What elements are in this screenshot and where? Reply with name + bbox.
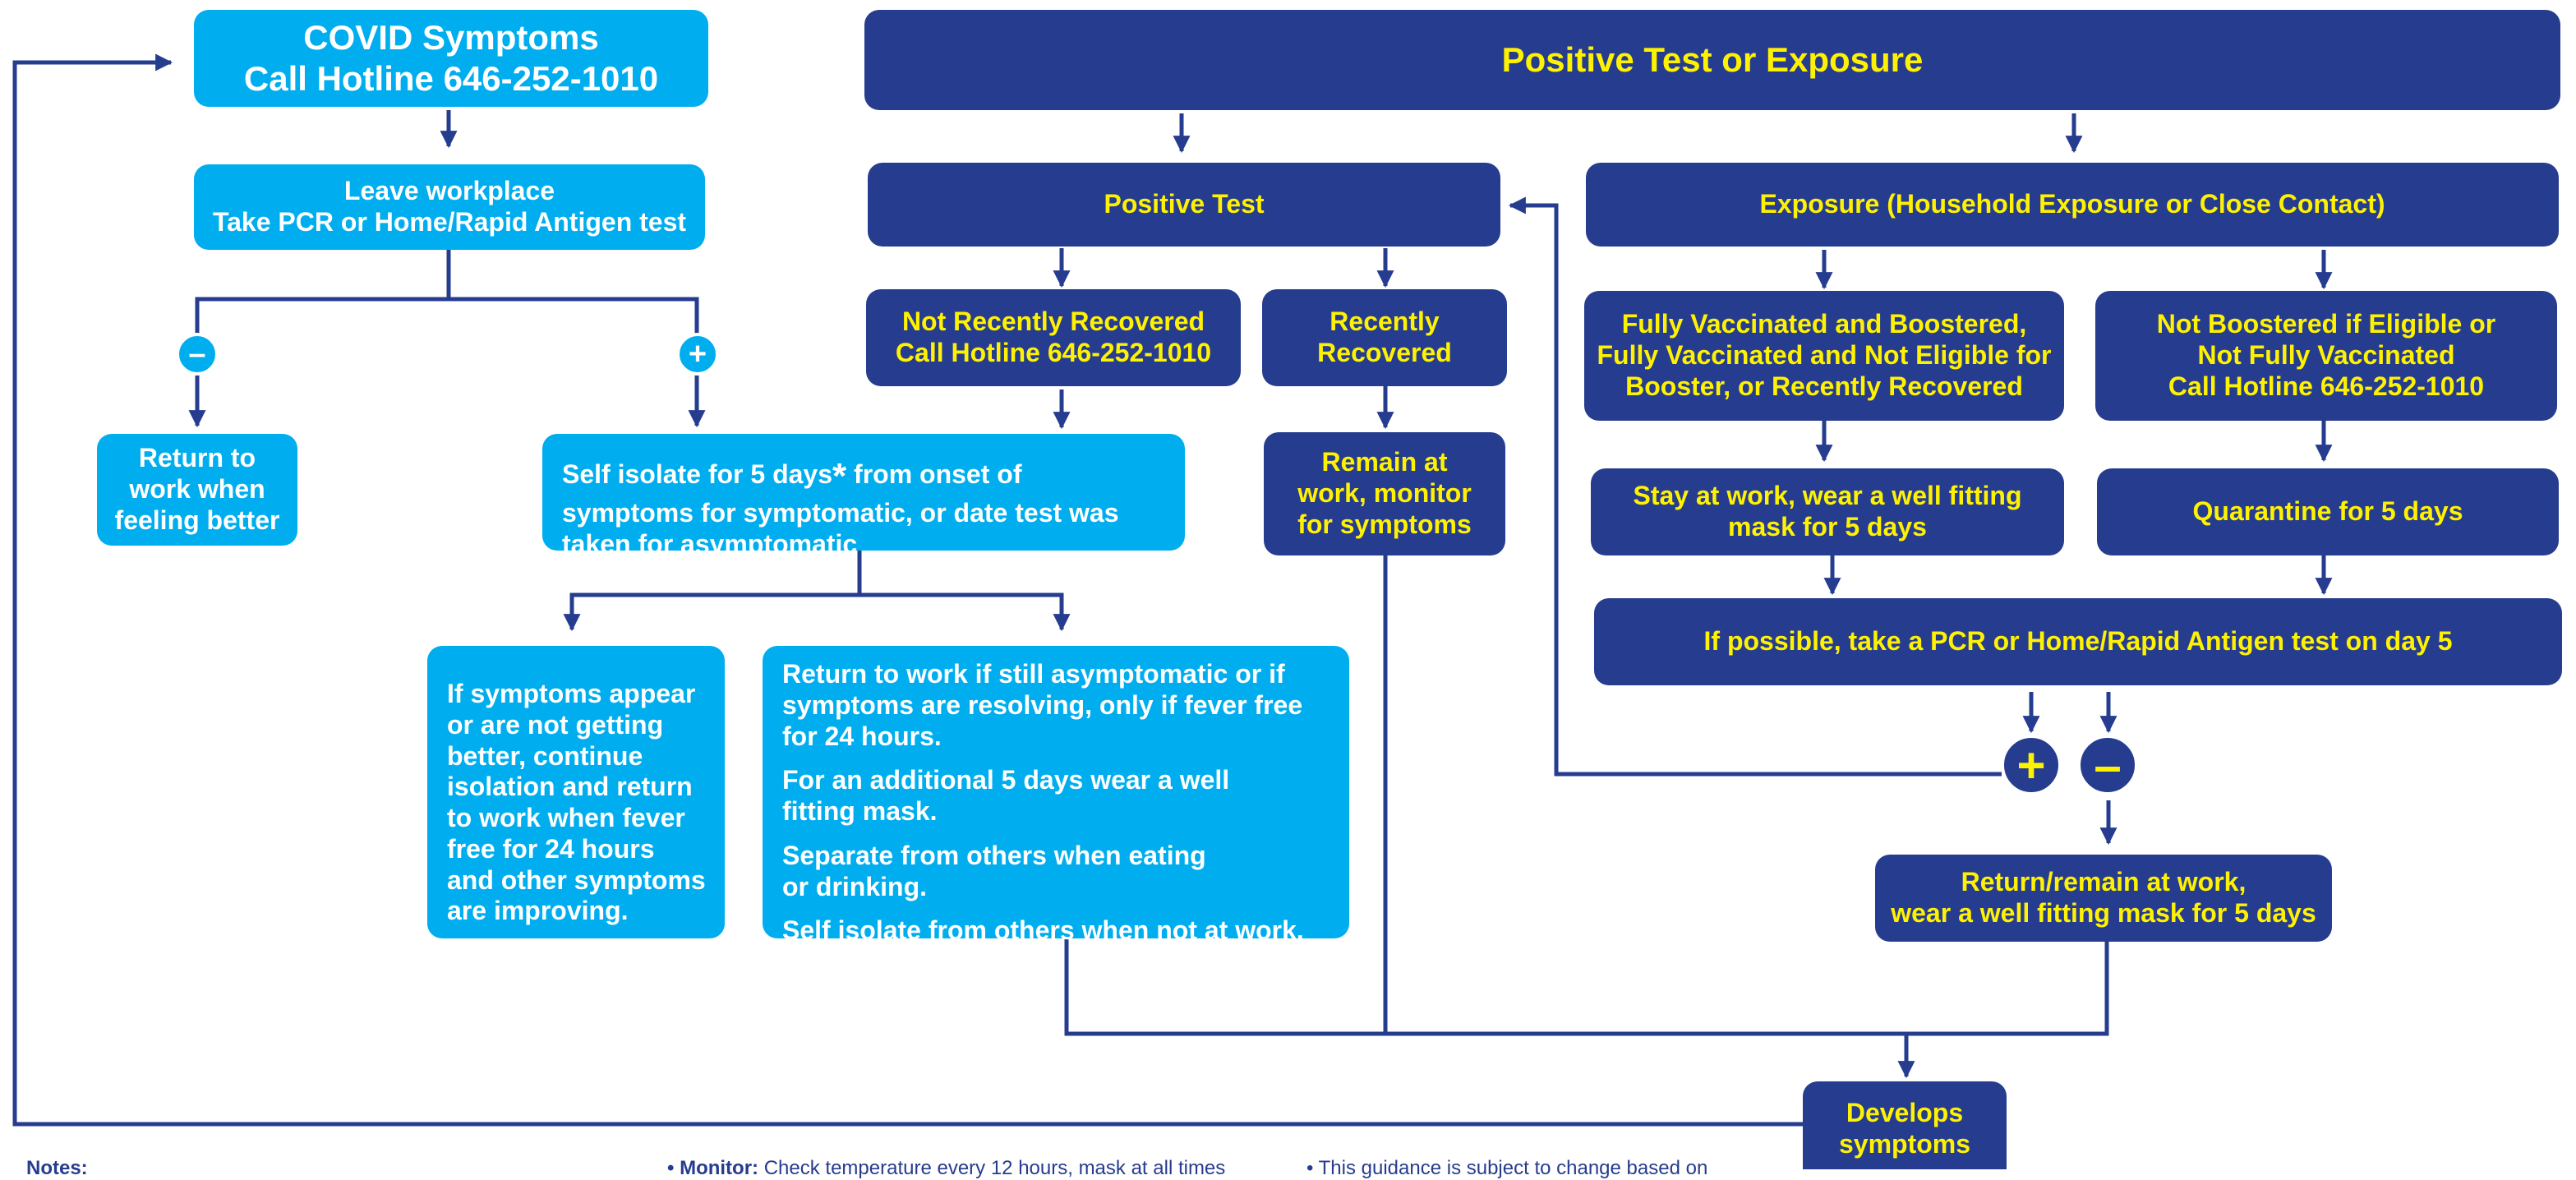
condition-isolate: Self isolate from others when not at wor… (782, 915, 1304, 946)
self-isolate-lead: Self isolate for 5 days (562, 459, 833, 489)
pcr-day5-box: If possible, take a PCR or Home/Rapid An… (1594, 598, 2562, 685)
negative-result-icon: – (2077, 735, 2138, 795)
exposure-box: Exposure (Household Exposure or Close Co… (1586, 163, 2559, 247)
monitor-label: • Monitor: (667, 1157, 759, 1179)
condition-fever-free: Return to work if still asymptomatic or … (782, 659, 1303, 751)
symptoms-appear-box: If symptoms appear or are not getting be… (427, 646, 725, 938)
negative-result-icon: – (176, 333, 219, 376)
positive-result-icon: + (2001, 735, 2062, 795)
hotline-box: COVID Symptoms Call Hotline 646-252-1010 (194, 10, 708, 107)
not-recently-recovered-box: Not Recently Recovered Call Hotline 646-… (866, 289, 1241, 386)
condition-separate: Separate from others when eating or drin… (782, 840, 1206, 901)
guidance-note: • This guidance is subject to change bas… (1306, 1157, 1708, 1179)
not-boostered-box: Not Boostered if Eligible or Not Fully V… (2095, 291, 2557, 421)
monitor-text: Check temperature every 12 hours, mask a… (758, 1157, 1226, 1179)
develops-symptoms-box: Develops symptoms (1803, 1081, 2007, 1169)
self-isolate-box: Self isolate for 5 days* from onset of s… (542, 434, 1185, 559)
fully-vaccinated-box: Fully Vaccinated and Boostered, Fully Va… (1584, 291, 2064, 421)
condition-mask: For an additional 5 days wear a well fit… (782, 765, 1230, 826)
positive-test-or-exposure-header: Positive Test or Exposure (864, 10, 2560, 110)
recently-recovered-box: Recently Recovered (1262, 289, 1507, 386)
remain-at-work-box: Remain at work, monitor for symptoms (1264, 432, 1505, 555)
positive-test-box: Positive Test (868, 163, 1500, 247)
footnote-star: * (832, 456, 847, 496)
self-isolate-rest: from onset of symptoms for symptomatic, … (562, 459, 1119, 559)
return-remain-box: Return/remain at work, wear a well fitti… (1875, 855, 2332, 942)
stay-at-work-box: Stay at work, wear a well fitting mask f… (1591, 468, 2064, 555)
return-to-work-conditions-box: Return to work if still asymptomatic or … (763, 646, 1349, 945)
monitor-note: • Monitor: Check temperature every 12 ho… (667, 1157, 1225, 1180)
return-to-work-box: Return to work when feeling better (97, 434, 297, 546)
positive-result-icon: + (676, 333, 719, 376)
notes-heading-text: Notes: (26, 1157, 88, 1179)
self-isolate-text: Self isolate for 5 days* from onset of s… (562, 455, 1119, 560)
leave-workplace-box: Leave workplace Take PCR or Home/Rapid A… (194, 164, 705, 250)
notes-heading: Notes: (26, 1157, 88, 1180)
quarantine-box: Quarantine for 5 days (2097, 468, 2559, 555)
